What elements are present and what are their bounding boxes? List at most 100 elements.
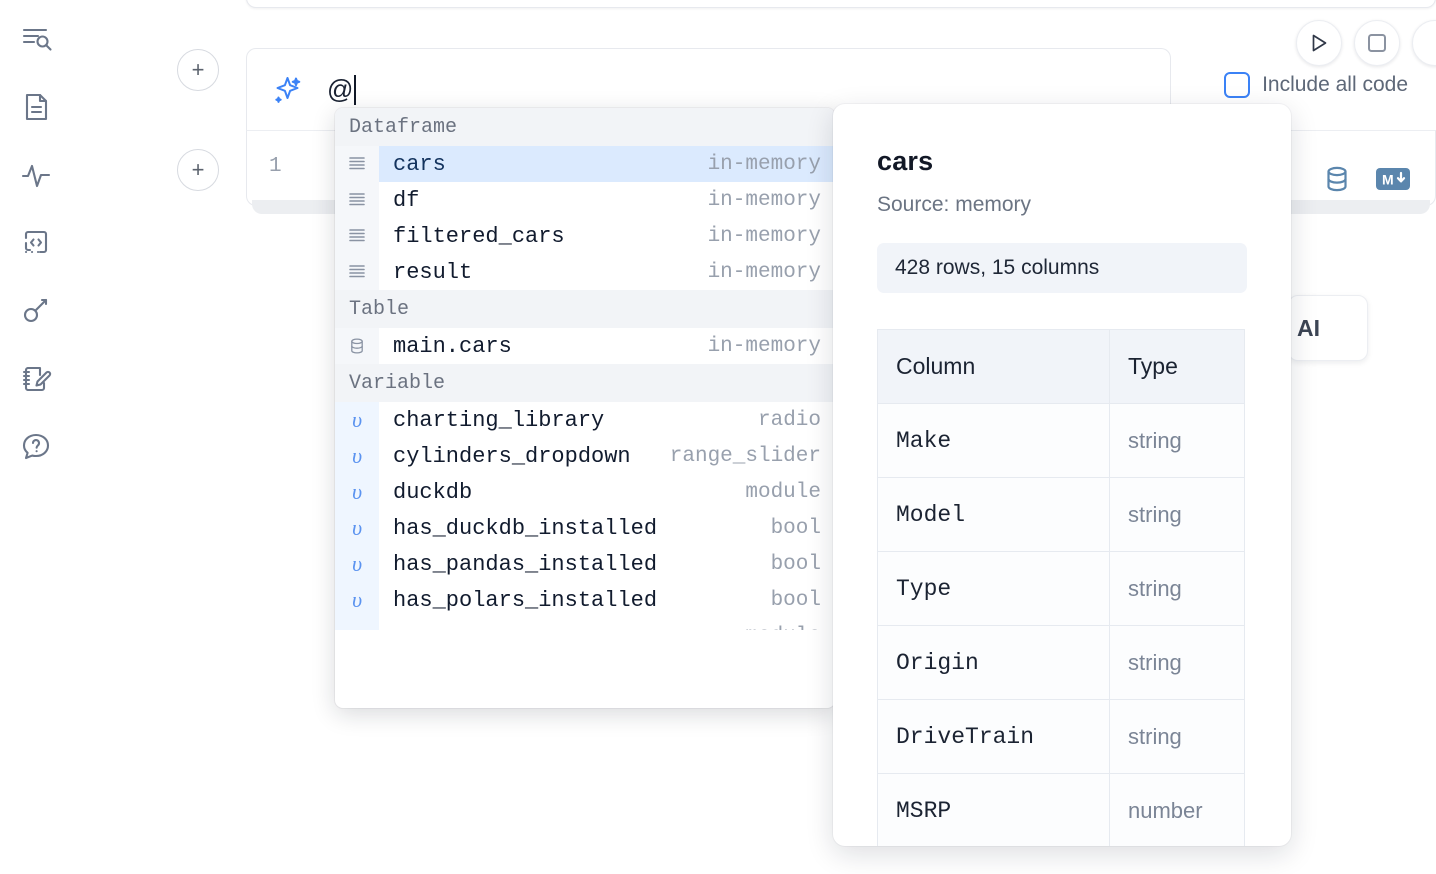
autocomplete-item[interactable]: df in-memory bbox=[335, 182, 835, 218]
variable-icon: υ bbox=[335, 510, 379, 546]
autocomplete-item-body: main.cars in-memory bbox=[379, 328, 835, 364]
autocomplete-item[interactable]: main.cars in-memory bbox=[335, 328, 835, 364]
autocomplete-item-name: has_duckdb_installed bbox=[393, 515, 658, 541]
database-icon[interactable] bbox=[1322, 164, 1352, 199]
file-explorer-search-icon bbox=[20, 23, 52, 55]
table-cell-type: string bbox=[1109, 477, 1245, 552]
autocomplete-item-name: main.cars bbox=[393, 333, 512, 359]
include-all-code-label: Include all code bbox=[1262, 73, 1408, 96]
table-cell-type: string bbox=[1109, 551, 1245, 626]
stop-button[interactable] bbox=[1354, 20, 1400, 66]
dataframe-lines-icon bbox=[335, 146, 379, 182]
autocomplete-item-body: df in-memory bbox=[379, 182, 835, 218]
dataframe-preview-panel: cars Source: memory 428 rows, 15 columns… bbox=[833, 104, 1291, 846]
run-controls bbox=[1296, 20, 1436, 66]
sidebar-item-scratchpad[interactable] bbox=[13, 356, 59, 402]
autocomplete-item-name: df bbox=[393, 187, 420, 213]
autocomplete-item[interactable]: υ has_polars_installed bool bbox=[335, 582, 835, 618]
ai-prompt-input[interactable]: @ bbox=[327, 74, 357, 105]
autocomplete-item-kind: range_slider bbox=[669, 444, 821, 468]
variable-icon: υ bbox=[335, 582, 379, 618]
sidebar-item-snippets[interactable] bbox=[13, 220, 59, 266]
table-cell-column: Type bbox=[877, 551, 1110, 626]
autocomplete-item[interactable]: cars in-memory bbox=[335, 146, 835, 182]
sidebar-item-secrets[interactable] bbox=[13, 288, 59, 334]
autocomplete-item-kind: in-memory bbox=[707, 152, 821, 176]
database-icon bbox=[335, 328, 379, 364]
sidebar-item-notebook[interactable] bbox=[13, 84, 59, 130]
text-caret bbox=[354, 75, 357, 105]
sidebar-rail bbox=[0, 0, 72, 874]
autocomplete-item-kind: in-memory bbox=[707, 334, 821, 358]
autocomplete-item-name: cars bbox=[393, 151, 446, 177]
ai-chip-label: AI bbox=[1297, 314, 1320, 341]
autocomplete-item-name: mo bbox=[393, 624, 419, 631]
variable-icon: υ bbox=[335, 474, 379, 510]
preview-source: Source: memory bbox=[877, 193, 1032, 216]
autocomplete-item-name: charting_library bbox=[393, 407, 605, 433]
include-all-code-row[interactable]: Include all code bbox=[1224, 72, 1408, 98]
autocomplete-item-body: duckdb module bbox=[379, 474, 835, 510]
autocomplete-item[interactable]: υ has_duckdb_installed bool bbox=[335, 510, 835, 546]
line-number: 1 bbox=[269, 155, 282, 178]
preview-shape-badge: 428 rows, 15 columns bbox=[877, 243, 1247, 293]
key-icon bbox=[20, 295, 52, 327]
cell-type-icons: M bbox=[1322, 164, 1410, 199]
autocomplete-item-kind: bool bbox=[770, 516, 821, 540]
table-cell-column: Model bbox=[877, 477, 1110, 552]
autocomplete-item-name: filtered_cars bbox=[393, 223, 565, 249]
document-icon bbox=[20, 91, 52, 123]
table-cell-column: MSRP bbox=[877, 773, 1110, 846]
add-cell-button-top[interactable]: + bbox=[177, 49, 219, 91]
autocomplete-list[interactable]: Dataframe cars in-memory df in-memory filtere… bbox=[335, 108, 835, 630]
autocomplete-item-name: duckdb bbox=[393, 479, 473, 505]
generate-with-ai-chip[interactable]: AI bbox=[1288, 295, 1368, 361]
column-header-type: Type bbox=[1109, 329, 1245, 404]
table-cell-type: string bbox=[1109, 699, 1245, 774]
table-cell-column: Origin bbox=[877, 625, 1110, 700]
autocomplete-item-kind: module bbox=[745, 480, 821, 504]
run-button[interactable] bbox=[1296, 20, 1342, 66]
sparkle-icon bbox=[269, 73, 303, 107]
autocomplete-dropdown[interactable]: Dataframe cars in-memory df in-memory filtere… bbox=[335, 108, 835, 708]
autocomplete-section-header: Dataframe bbox=[335, 108, 835, 146]
autocomplete-item-body: cylinders_dropdown range_slider bbox=[379, 438, 835, 474]
include-all-code-checkbox[interactable] bbox=[1224, 72, 1251, 98]
autocomplete-item-body: has_polars_installed bool bbox=[379, 582, 835, 618]
sidebar-item-help[interactable] bbox=[13, 424, 59, 470]
autocomplete-section-header: Variable bbox=[335, 364, 835, 402]
autocomplete-item-body: has_duckdb_installed bool bbox=[379, 510, 835, 546]
autocomplete-item-kind: radio bbox=[757, 408, 821, 432]
preview-title: cars bbox=[877, 146, 934, 176]
autocomplete-item[interactable]: υmomodule bbox=[335, 618, 835, 630]
dataframe-lines-icon bbox=[335, 254, 379, 290]
markdown-icon[interactable]: M bbox=[1376, 166, 1410, 197]
table-header-row: Column Type bbox=[877, 329, 1245, 404]
activity-pulse-icon bbox=[20, 159, 52, 191]
column-header-column: Column bbox=[877, 329, 1110, 404]
add-cell-button-bottom[interactable]: + bbox=[177, 149, 219, 191]
svg-text:M: M bbox=[1382, 172, 1394, 188]
sidebar-item-variables[interactable] bbox=[13, 152, 59, 198]
sidebar-item-file-explorer[interactable] bbox=[13, 16, 59, 62]
autocomplete-item-name: has_polars_installed bbox=[393, 587, 658, 613]
autocomplete-item-body: mo module bbox=[379, 618, 835, 631]
autocomplete-item-name: cylinders_dropdown bbox=[393, 443, 631, 469]
page-scrollbar[interactable] bbox=[1426, 0, 1434, 874]
autocomplete-item-kind: module bbox=[745, 625, 835, 631]
autocomplete-item-kind: in-memory bbox=[707, 188, 821, 212]
autocomplete-item-kind: bool bbox=[770, 588, 821, 612]
